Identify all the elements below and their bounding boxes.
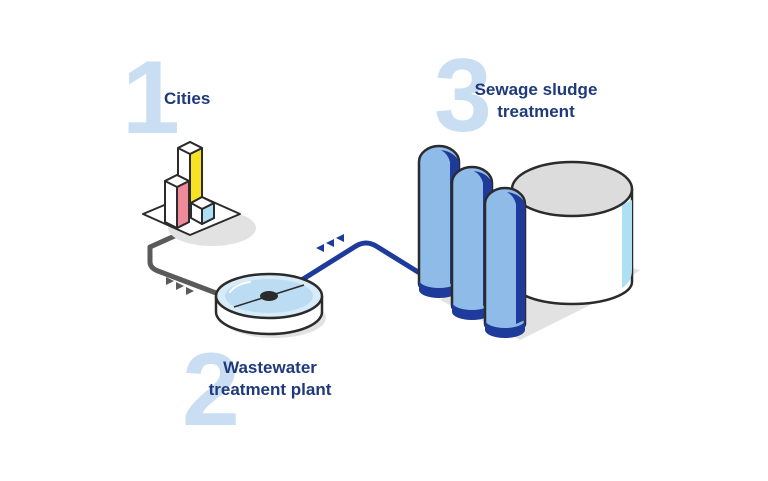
digester-tanks-icon bbox=[417, 144, 640, 340]
blue-pipe bbox=[297, 240, 421, 284]
step-2-label-line1: Wastewater bbox=[223, 358, 317, 377]
step-3-label-line2: treatment bbox=[497, 102, 575, 121]
step-1-number: 1 bbox=[122, 40, 180, 156]
step-1-label: Cities bbox=[164, 89, 211, 108]
gray-pipe bbox=[147, 227, 227, 299]
step-2-number: 2 bbox=[182, 332, 240, 448]
flow-arrows-icon bbox=[166, 277, 194, 295]
city-bars-icon bbox=[142, 141, 256, 246]
step-2-label: Wastewater treatment plant bbox=[190, 357, 350, 401]
step-3-label-line1: Sewage sludge bbox=[474, 80, 598, 99]
step-3-label: Sewage sludge treatment bbox=[456, 79, 616, 123]
flow-arrows-icon-blue bbox=[316, 234, 344, 252]
step-3-number: 3 bbox=[434, 38, 492, 154]
step-2-label-line2: treatment plant bbox=[208, 380, 332, 399]
clarifier-icon bbox=[214, 272, 326, 338]
